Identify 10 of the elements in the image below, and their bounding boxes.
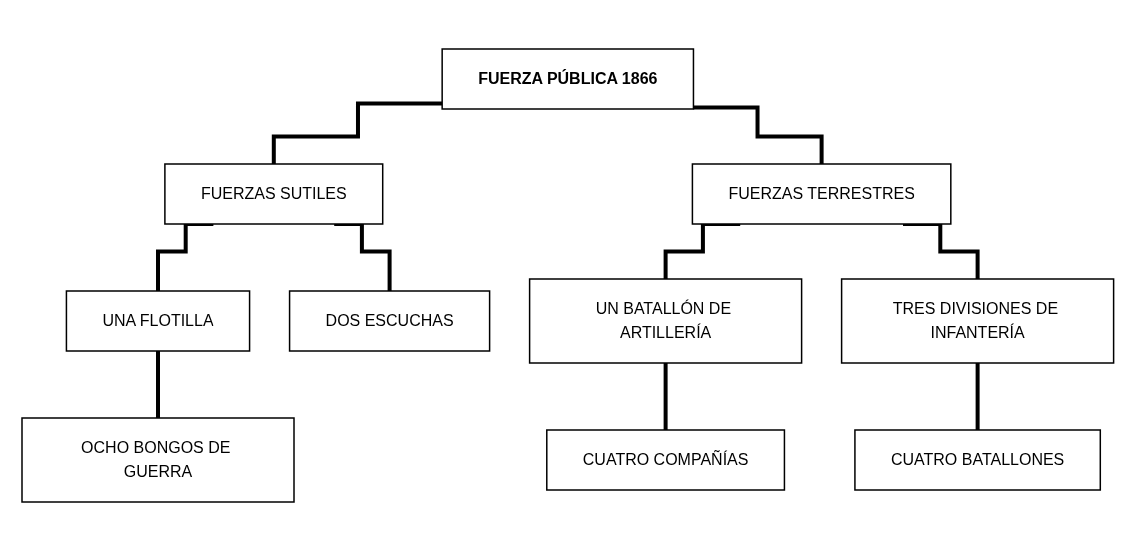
node-box: TRES DIVISIONES DE INFANTERÍA bbox=[841, 277, 1115, 364]
node-box: FUERZA PÚBLICA 1866 bbox=[441, 47, 695, 110]
node-box: CUATRO BATALLONES bbox=[854, 428, 1102, 491]
node-box: UN BATALLÓN DE ARTILLERÍA bbox=[529, 277, 803, 364]
node-box: OCHO BONGOS DE GUERRA bbox=[21, 416, 295, 503]
node-box: FUERZAS TERRESTRES bbox=[691, 162, 952, 225]
node-box: FUERZAS SUTILES bbox=[164, 162, 384, 225]
node-box: CUATRO COMPAÑÍAS bbox=[546, 428, 786, 491]
node-box: UNA FLOTILLA bbox=[65, 289, 251, 352]
node-box: DOS ESCUCHAS bbox=[289, 289, 491, 352]
